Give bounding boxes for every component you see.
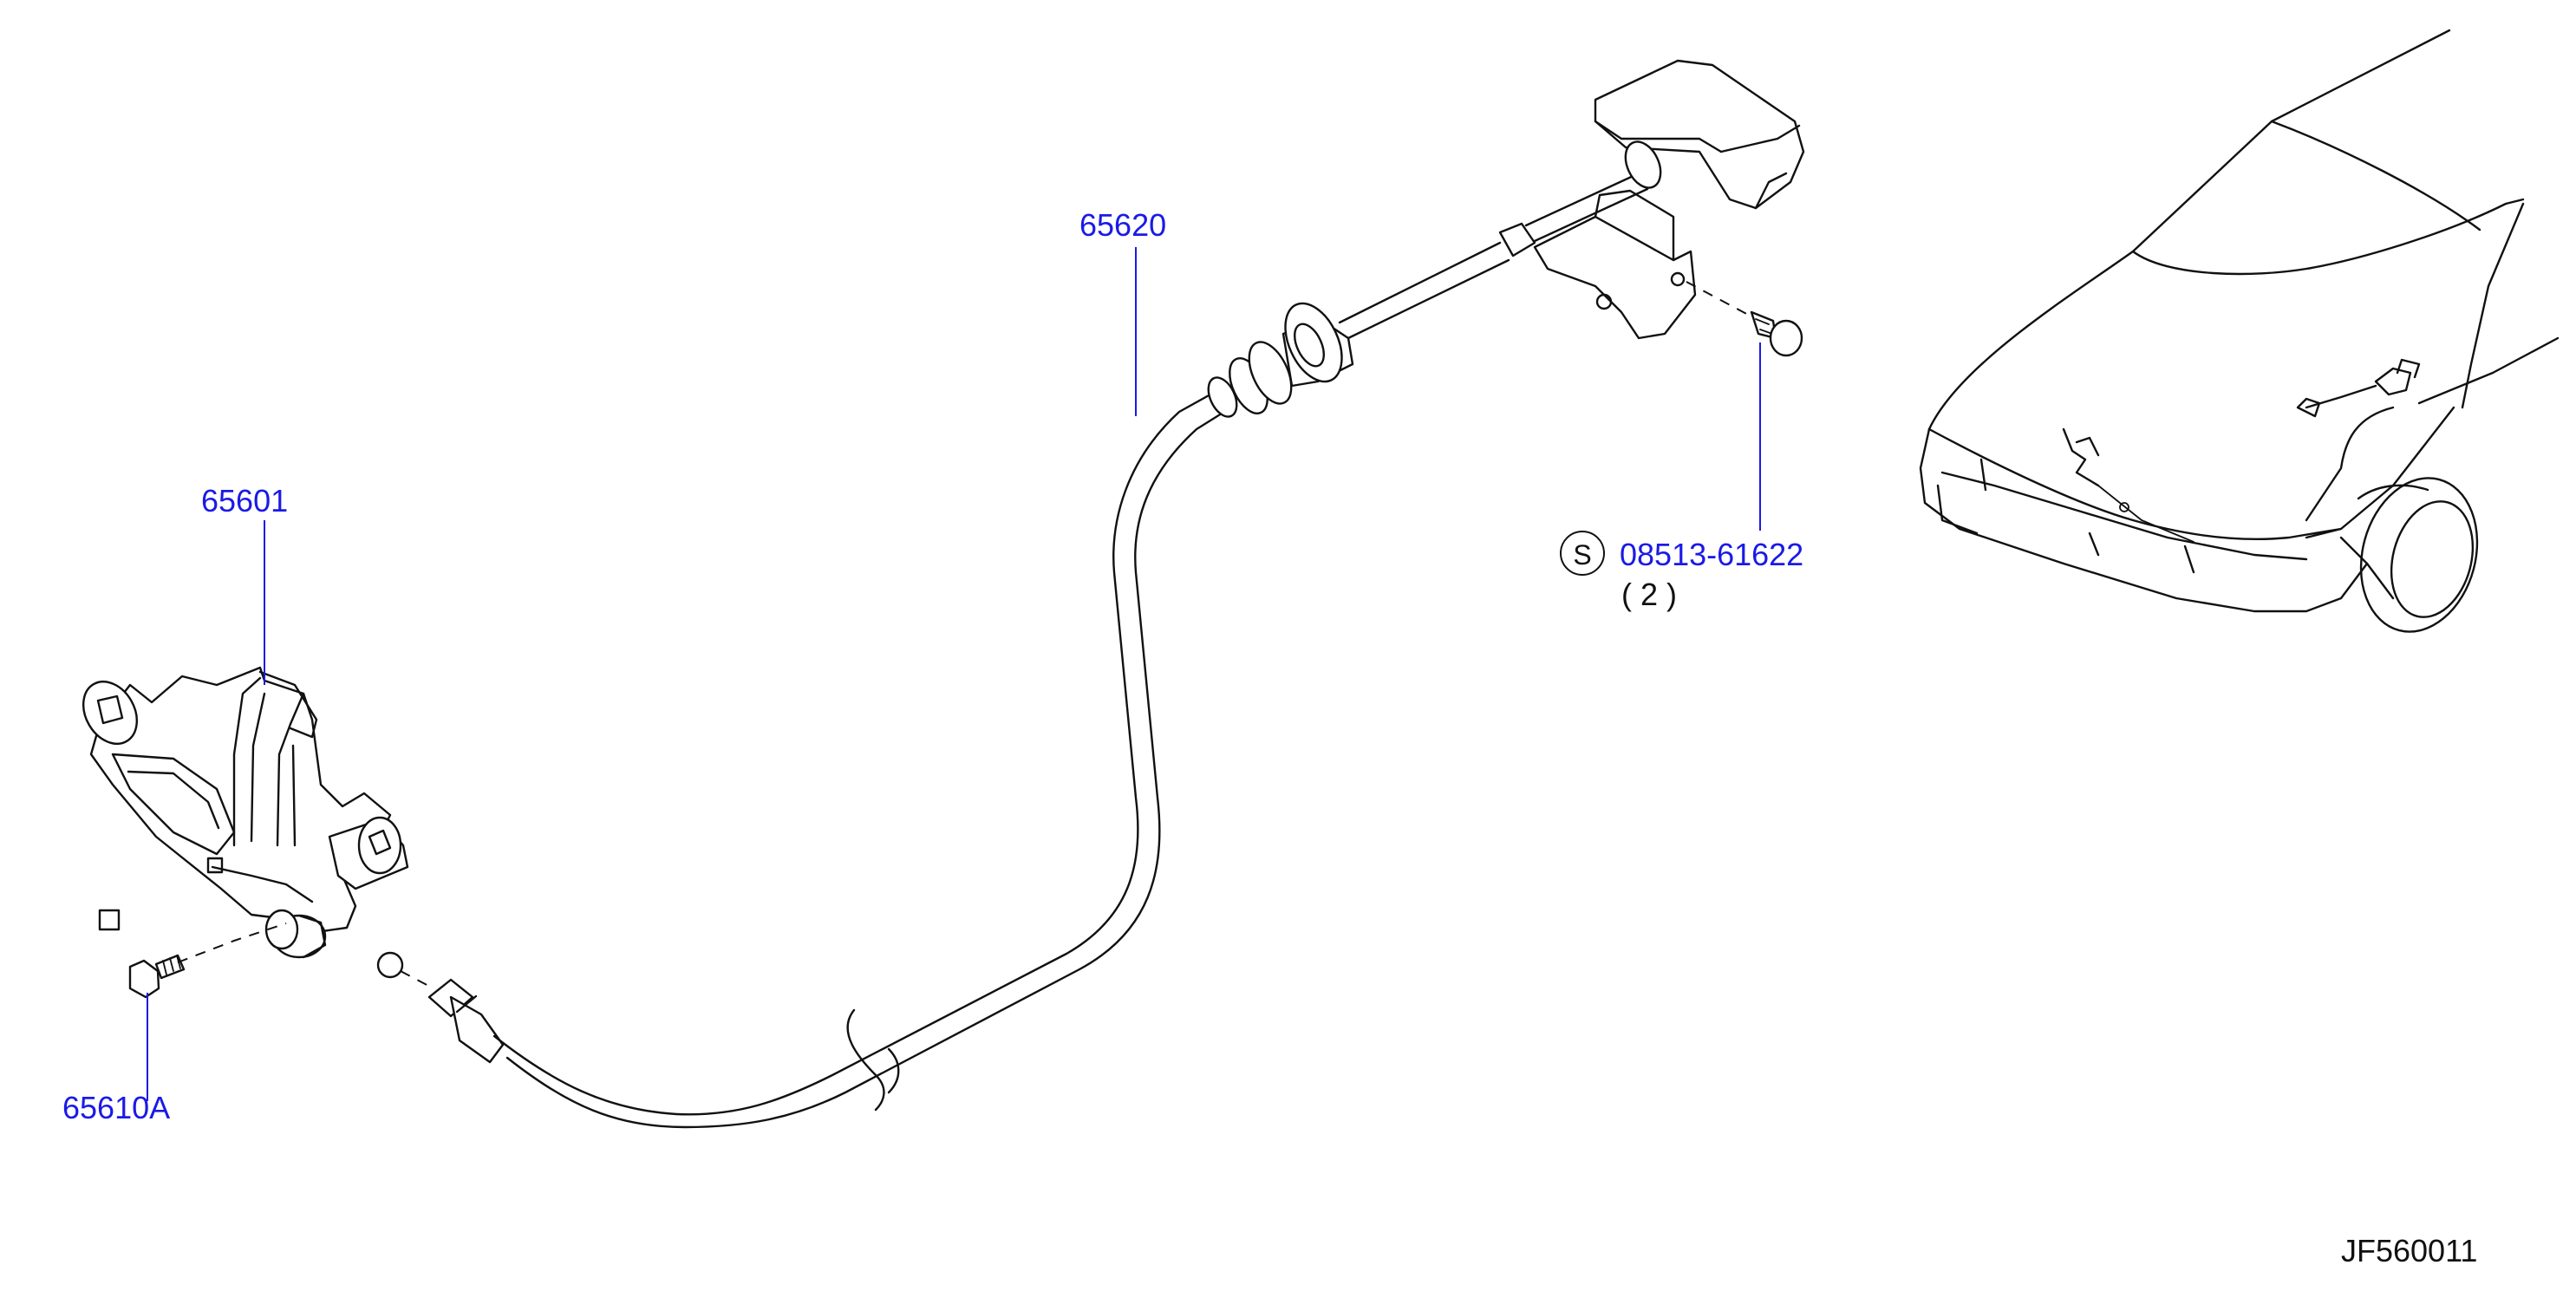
diagram-code: JF560011: [2341, 1233, 2477, 1268]
handle-screw: [1750, 310, 1803, 357]
callout-lock-bolt: 65610A: [62, 1090, 170, 1125]
standard-part-symbol: S: [1573, 539, 1591, 571]
hood-lock-assembly: [82, 666, 409, 959]
callout-release-cable: 65620: [1079, 207, 1166, 243]
callout-hood-lock: 65601: [201, 483, 288, 518]
standard-part-circle-icon: [1560, 531, 1605, 576]
callout-handle-screw: 08513-61622: [1620, 537, 1803, 572]
leader-lines: [147, 247, 1761, 1101]
lock-bolt: [128, 923, 287, 999]
callout-handle-screw-qty: ( 2 ): [1621, 577, 1677, 612]
vehicle-location-view: [1919, 29, 2560, 633]
release-cable: [376, 172, 1649, 1129]
release-handle: [1533, 59, 1805, 340]
